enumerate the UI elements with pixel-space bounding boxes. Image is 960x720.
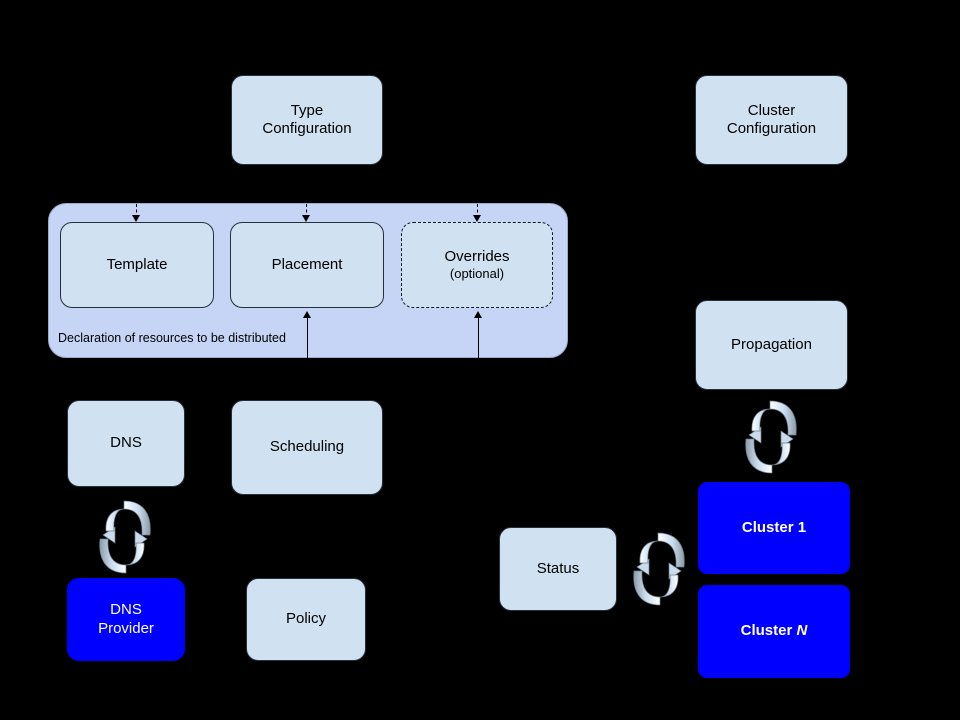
node-scheduling-label: Scheduling	[269, 438, 345, 456]
connector-to-overrides	[477, 204, 478, 218]
arrow-down-icon-placement	[302, 215, 310, 222]
node-type-configuration[interactable]: Type Configuration	[231, 75, 383, 165]
node-template[interactable]: Template	[60, 222, 214, 308]
node-placement-label: Placement	[271, 255, 343, 273]
node-policy-label: Policy	[285, 610, 326, 628]
connector-scheduling-to-placement	[307, 318, 308, 359]
node-dns-label: DNS	[110, 434, 142, 452]
node-status[interactable]: Status	[499, 527, 617, 611]
node-cluster-1[interactable]: Cluster 1	[698, 482, 850, 574]
node-propagation[interactable]: Propagation	[695, 300, 848, 390]
node-dns-provider[interactable]: DNS Provider	[67, 578, 185, 661]
arrow-down-icon-overrides	[473, 215, 481, 222]
node-dns[interactable]: DNS	[67, 400, 185, 487]
connector-to-placement	[306, 204, 307, 218]
node-cluster-configuration[interactable]: Cluster Configuration	[695, 75, 848, 165]
node-cluster-n-label: Cluster N	[740, 622, 808, 640]
sync-icon-status	[624, 526, 694, 612]
arrow-up-icon-placement	[303, 311, 311, 318]
connector-to-template	[136, 204, 137, 218]
node-propagation-label: Propagation	[731, 335, 812, 353]
sync-icon-propagation	[736, 396, 806, 478]
node-policy[interactable]: Policy	[246, 578, 366, 661]
node-cluster-n[interactable]: Cluster N	[698, 585, 850, 678]
node-dns-provider-label: DNS Provider	[98, 601, 154, 637]
node-cluster-1-label: Cluster 1	[741, 518, 807, 536]
node-overrides[interactable]: Overrides (optional)	[401, 222, 553, 308]
arrow-up-icon-overrides	[474, 311, 482, 318]
node-template-label: Template	[106, 255, 168, 273]
node-status-label: Status	[536, 559, 580, 577]
node-scheduling[interactable]: Scheduling	[231, 400, 383, 495]
node-cluster-configuration-label: Cluster Configuration	[726, 101, 817, 137]
node-overrides-label: Overrides (optional)	[444, 247, 510, 282]
arrow-down-icon-template	[132, 215, 140, 222]
node-placement[interactable]: Placement	[230, 222, 384, 308]
node-type-configuration-label: Type Configuration	[262, 101, 352, 137]
group-caption: Declaration of resources to be distribut…	[58, 331, 286, 345]
sync-icon-dns	[90, 497, 160, 577]
connector-policy-to-overrides	[478, 318, 479, 359]
